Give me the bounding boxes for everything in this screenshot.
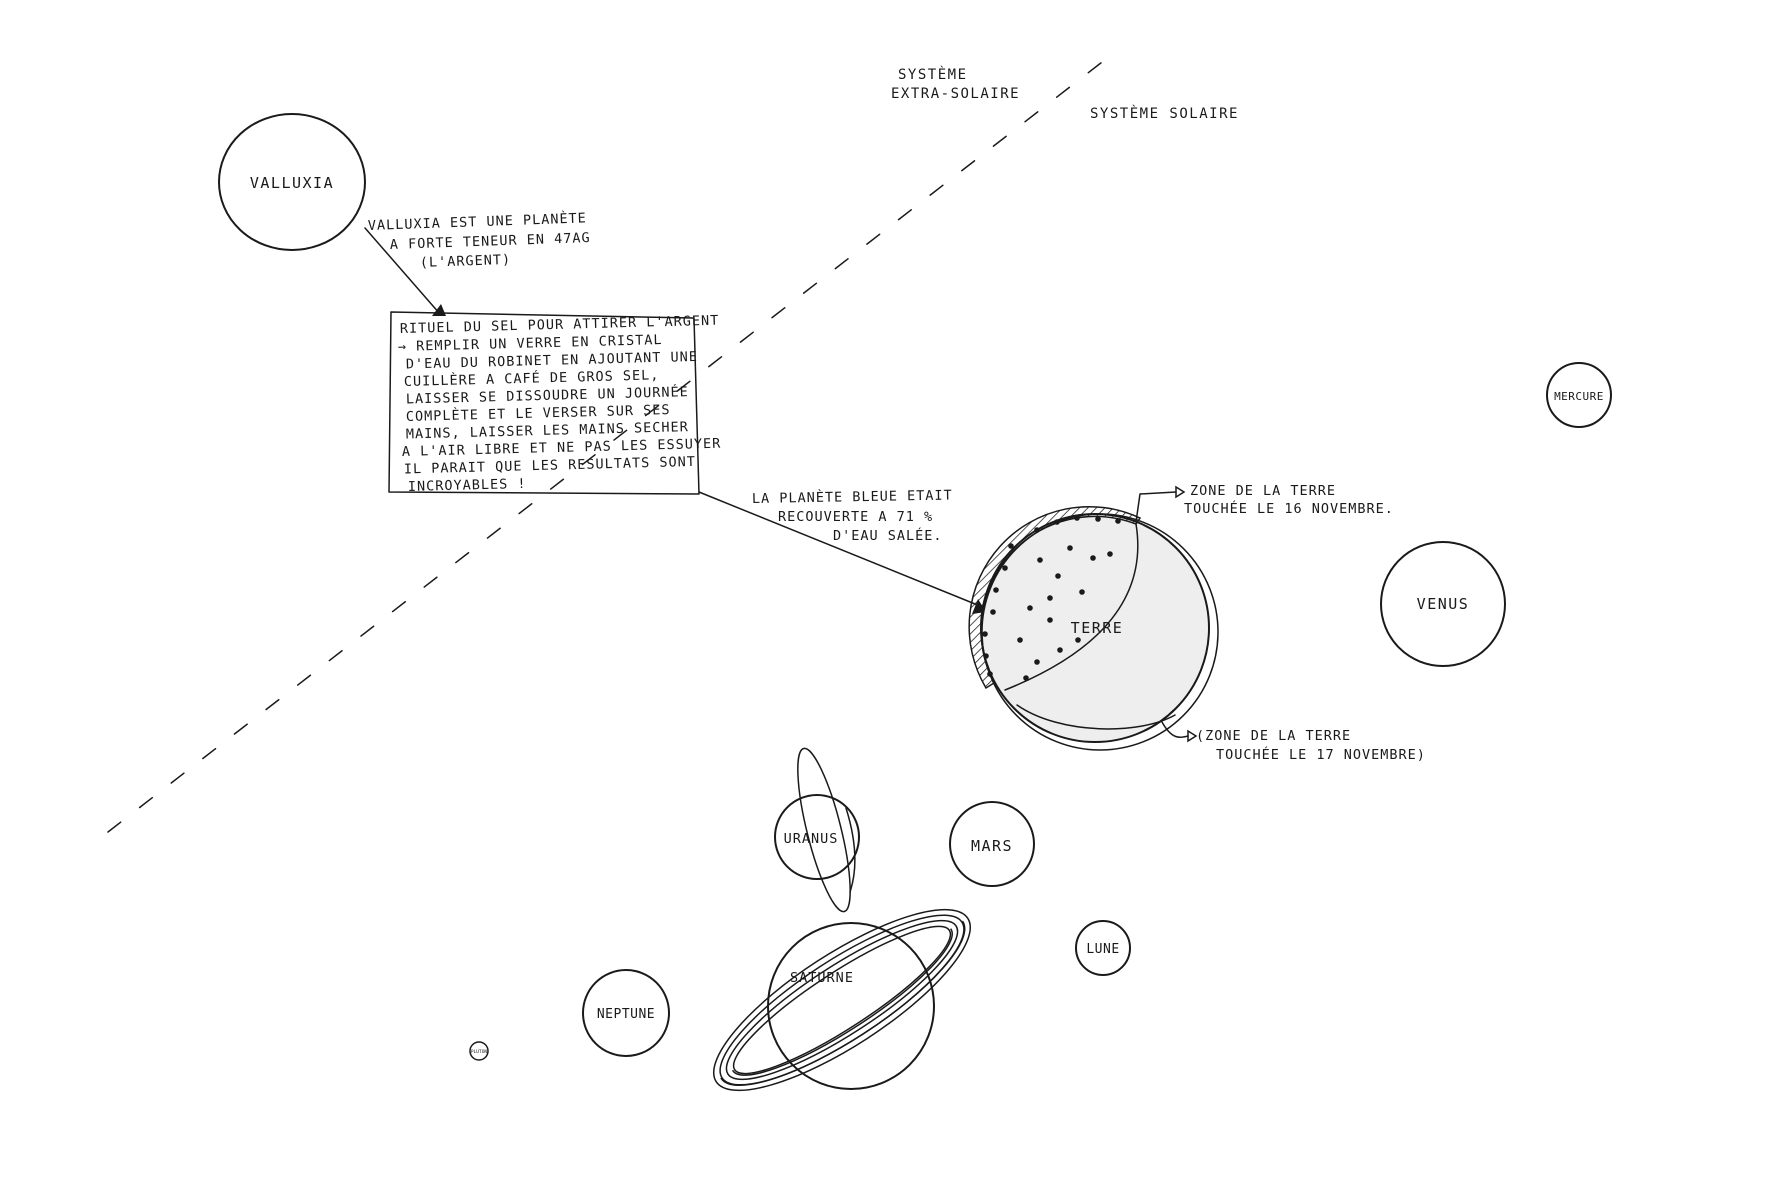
zone-17-line1: (ZONE DE LA TERRE: [1196, 728, 1351, 744]
zone-17-line2: TOUCHÉE LE 17 NOVEMBRE): [1216, 746, 1426, 763]
planet-venus: VENUS: [1380, 541, 1506, 667]
impact-dot: [1054, 519, 1060, 525]
zone-16-callout: ZONE DE LA TERRE TOUCHÉE LE 16 NOVEMBRE.: [1135, 483, 1394, 523]
impact-zone-16-boundary: [1004, 523, 1139, 691]
planet-mercure-label: MERCURE: [1554, 390, 1604, 403]
impact-dot: [1027, 605, 1033, 611]
planet-lune: LUNE: [1075, 920, 1131, 976]
impact-dot: [990, 609, 996, 615]
ritual-line: D'EAU DU ROBINET EN AJOUTANT UNE: [406, 349, 698, 373]
impact-dot: [983, 653, 989, 659]
earth-note-line2: RECOUVERTE A 71 %: [778, 509, 933, 525]
impact-dot: [1034, 527, 1040, 533]
impact-dots: [982, 515, 1121, 681]
impact-dot: [1047, 595, 1053, 601]
solar-system-label: SYSTÈME SOLAIRE: [1090, 105, 1239, 122]
planet-neptune: NEPTUNE: [582, 969, 670, 1057]
planet-uranus: URANUS: [774, 747, 860, 913]
impact-dot: [993, 587, 999, 593]
impact-zone-16-hatched: [968, 505, 1142, 690]
valluxia-note-line3: (L'ARGENT): [420, 252, 512, 271]
planet-terre: TERRE: [968, 505, 1219, 751]
impact-dot: [1055, 573, 1061, 579]
ritual-line: → REMPLIR UN VERRE EN CRISTAL: [398, 332, 663, 355]
impact-dot: [1075, 637, 1081, 643]
impact-dot: [1008, 543, 1014, 549]
zone-17-callout: (ZONE DE LA TERRE TOUCHÉE LE 17 NOVEMBRE…: [1161, 721, 1426, 763]
valluxia-note: VALLUXIA EST UNE PLANÈTE A FORTE TENEUR …: [368, 209, 591, 271]
zone-16-line1: ZONE DE LA TERRE: [1190, 483, 1336, 499]
planet-saturne: SATURNE: [712, 908, 972, 1092]
impact-dot: [1115, 518, 1121, 524]
planet-uranus-label: URANUS: [784, 831, 839, 847]
system-boundary-line: [107, 51, 1116, 833]
impact-dot: [1095, 516, 1101, 522]
planet-mars: MARS: [949, 801, 1035, 887]
planet-mercure: MERCURE: [1546, 362, 1612, 428]
impact-dot: [1074, 515, 1080, 521]
impact-dot: [1090, 555, 1096, 561]
earth-note-line1: LA PLANÈTE BLEUE ETAIT: [752, 486, 953, 507]
earth-note: LA PLANÈTE BLEUE ETAIT RECOUVERTE A 71 %…: [752, 486, 953, 544]
impact-zone-17-boundary: [1016, 704, 1176, 730]
extra-solar-label-line2: EXTRA-SOLAIRE: [891, 86, 1020, 102]
impact-dot: [982, 631, 988, 637]
planet-lune-label: LUNE: [1086, 942, 1119, 957]
impact-dot: [1034, 659, 1040, 665]
planet-neptune-label: NEPTUNE: [597, 1007, 655, 1022]
impact-dot: [1002, 565, 1008, 571]
impact-dot: [1107, 551, 1113, 557]
impact-dot: [1037, 557, 1043, 563]
planet-terre-label: TERRE: [1071, 619, 1124, 637]
zone-16-line2: TOUCHÉE LE 16 NOVEMBRE.: [1184, 500, 1394, 517]
ritual-line: INCROYABLES !: [408, 476, 527, 495]
ritual-line: COMPLÈTE ET LE VERSER SUR SES: [406, 401, 671, 425]
ritual-title: RITUEL DU SEL POUR ATTIRER L'ARGENT: [400, 313, 720, 337]
planet-venus-label: VENUS: [1417, 595, 1470, 613]
planet-valluxia: VALLUXIA: [218, 113, 366, 251]
extra-solar-label-line1: SYSTÈME: [898, 66, 968, 83]
ritual-line: CUILLÈRE A CAFÉ DE GROS SEL,: [404, 366, 660, 390]
planet-pluton-label: PLUTON: [471, 1049, 488, 1055]
planet-mars-label: MARS: [971, 837, 1013, 855]
impact-dot: [1057, 647, 1063, 653]
impact-dot: [1047, 617, 1053, 623]
impact-dot: [1067, 545, 1073, 551]
ritual-line: MAINS, LAISSER LES MAINS SECHER: [406, 419, 689, 442]
planet-saturne-label: SATURNE: [790, 970, 854, 986]
impact-dot: [1017, 637, 1023, 643]
earth-note-line3: D'EAU SALÉE.: [833, 527, 943, 544]
impact-dot: [987, 671, 993, 677]
impact-dot: [1079, 589, 1085, 595]
ritual-box: RITUEL DU SEL POUR ATTIRER L'ARGENT → RE…: [388, 311, 722, 495]
valluxia-note-line2: A FORTE TENEUR EN 47AG: [390, 230, 591, 253]
planet-valluxia-label: VALLUXIA: [250, 174, 334, 192]
ritual-line: IL PARAIT QUE LES RESULTATS SONT: [404, 454, 696, 478]
impact-dot: [1023, 675, 1029, 681]
planet-pluton: PLUTON: [469, 1041, 489, 1061]
